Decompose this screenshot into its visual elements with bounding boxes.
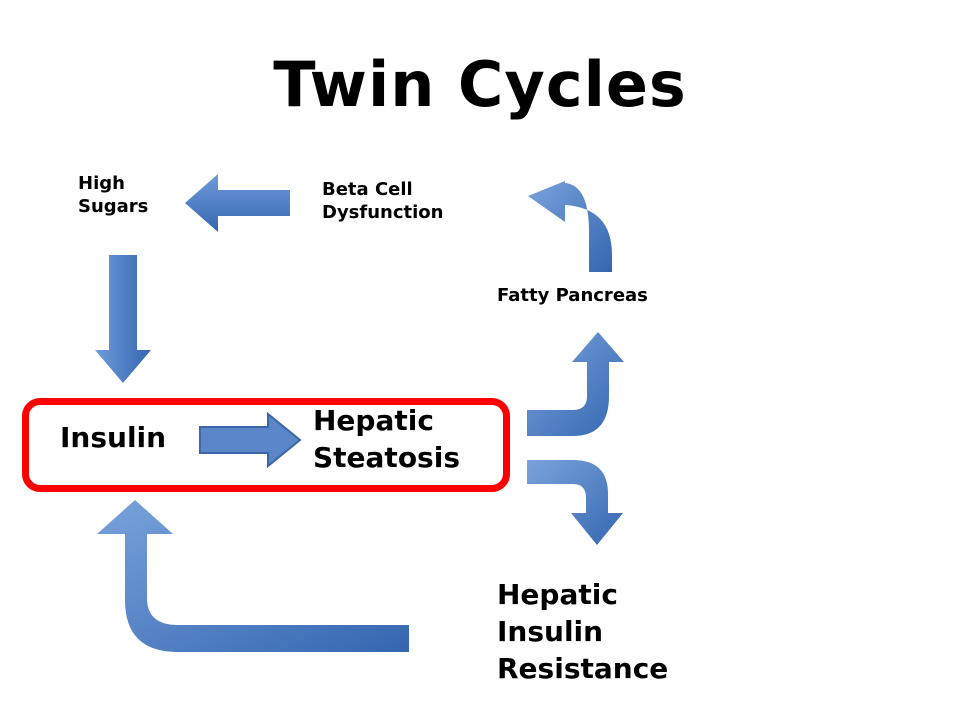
label-high-sugars-line1: High [78,173,125,194]
label-resistance-line1: Hepatic [497,578,618,611]
label-resistance-line2: Insulin [497,614,604,648]
arrow-insulin-to-steatosis [199,411,302,469]
label-beta-cell-line2: Dysfunction [322,202,444,224]
label-high-sugars: High Sugars [78,172,148,219]
label-beta-cell-dysfunction: Beta Cell Dysfunction [322,178,443,225]
label-beta-cell-line1: Beta Cell [322,179,413,200]
diagram-title: Twin Cycles [273,48,687,121]
label-insulin: Insulin [60,421,167,454]
label-fatty-pancreas: Fatty Pancreas [497,285,648,306]
arrow-fatty-to-beta-cell [528,181,612,272]
label-high-sugars-line2: Sugars [78,196,149,218]
label-hepatic-insulin-resistance: Hepatic Insulin Resistance [497,577,668,688]
arrow-steatosis-to-fatty [527,332,624,436]
arrow-high-sugars-to-insulin [95,255,151,383]
label-hepatic-steatosis: Hepatic Steatosis [313,403,460,477]
label-resistance-line3: Resistance [497,651,669,685]
arrow-beta-to-high-sugars [185,174,290,232]
arrow-resistance-to-insulin [97,500,409,652]
highlight-box [22,398,510,492]
label-hepatic-steatosis-line1: Hepatic [313,404,434,437]
label-hepatic-steatosis-line2: Steatosis [313,440,460,474]
arrow-steatosis-to-resistance [527,460,623,545]
